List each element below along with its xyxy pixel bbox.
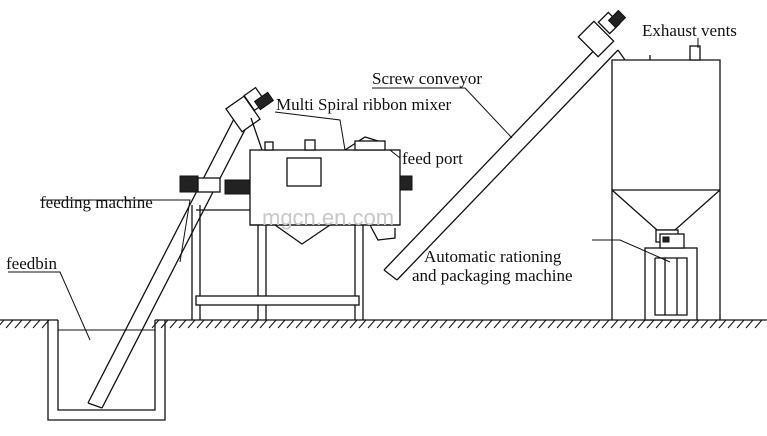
- ground-hatch: [421, 319, 430, 329]
- ground-hatch: [250, 319, 259, 329]
- ground-hatch: [700, 319, 709, 329]
- ground-hatch: [556, 319, 565, 329]
- ground-hatch: [23, 319, 32, 329]
- ground-hatch: [547, 319, 556, 329]
- ground-hatch: [727, 319, 736, 329]
- ground-hatch: [412, 319, 421, 329]
- mixer-label: Multi Spiral ribbon mixer: [276, 95, 452, 114]
- packaging-label-line1: Automatic rationing: [424, 247, 562, 266]
- ground-hatch: [385, 319, 394, 329]
- ground: [0, 319, 767, 329]
- ground-hatch: [511, 319, 520, 329]
- ground-hatch: [754, 319, 763, 329]
- ground-hatch: [286, 319, 295, 329]
- ground-hatch: [0, 319, 5, 326]
- ground-hatch: [403, 319, 412, 329]
- feedbin-label: feedbin: [6, 254, 57, 273]
- ground-hatch: [178, 319, 187, 329]
- mixer-stand: [191, 205, 364, 320]
- ground-hatch: [439, 319, 448, 329]
- ground-hatch: [5, 319, 14, 329]
- ground-hatch: [502, 319, 511, 329]
- ground-hatch: [745, 319, 754, 329]
- ground-hatch: [592, 319, 601, 329]
- packaging-label-line2: and packaging machine: [412, 266, 573, 285]
- ground-hatch: [538, 319, 547, 329]
- ground-hatch: [520, 319, 529, 329]
- ground-hatch: [718, 319, 727, 329]
- ground-hatch: [529, 319, 538, 329]
- feedbin-pit: [47, 320, 166, 421]
- ground-hatch: [376, 319, 385, 329]
- ground-hatch: [601, 319, 610, 329]
- ground-hatch: [340, 319, 349, 329]
- ground-hatch: [637, 319, 646, 329]
- ground-hatch: [583, 319, 592, 329]
- ground-hatch: [259, 319, 268, 329]
- ground-hatch: [358, 319, 367, 329]
- ribbon-mixer: [179, 136, 413, 245]
- ground-hatch: [367, 319, 376, 329]
- ground-hatch: [619, 319, 628, 329]
- exhaust-vents-label: Exhaust vents: [642, 21, 737, 40]
- ground-hatch: [205, 319, 214, 329]
- ground-hatch: [664, 319, 673, 329]
- ground-hatch: [457, 319, 466, 329]
- ground-hatch: [295, 319, 304, 329]
- ground-hatch: [466, 319, 475, 329]
- ground-hatch: [232, 319, 241, 329]
- ground-hatch: [655, 319, 664, 329]
- ground-hatch: [322, 319, 331, 329]
- ground-hatch: [349, 319, 358, 329]
- ground-hatch: [187, 319, 196, 329]
- ground-hatch: [610, 319, 619, 329]
- silo: [611, 45, 721, 321]
- ground-hatch: [268, 319, 277, 329]
- ground-hatch: [196, 319, 205, 329]
- ground-hatch: [277, 319, 286, 329]
- ground-hatch: [241, 319, 250, 329]
- ground-hatch: [394, 319, 403, 329]
- ground-hatch: [32, 319, 41, 329]
- ground-hatch: [673, 319, 682, 329]
- ground-hatch: [646, 319, 655, 329]
- leader-lines: [8, 38, 699, 341]
- ground-hatch: [475, 319, 484, 329]
- ground-hatch: [14, 319, 23, 329]
- ground-hatch: [493, 319, 502, 329]
- ground-hatch: [304, 319, 313, 329]
- screw-conveyor: [383, 9, 627, 281]
- ground-hatch: [331, 319, 340, 329]
- ground-hatch: [448, 319, 457, 329]
- ground-hatch: [214, 319, 223, 329]
- ground-hatch: [574, 319, 583, 329]
- feeding-machine-label: feeding machine: [40, 193, 153, 212]
- ground-hatch: [484, 319, 493, 329]
- ground-hatch: [628, 319, 637, 329]
- ground-hatch: [709, 319, 718, 329]
- feeding-machine: [87, 86, 275, 409]
- ground-hatch: [430, 319, 439, 329]
- ground-hatch: [169, 319, 178, 329]
- ground-hatch: [682, 319, 691, 329]
- ground-hatch: [223, 319, 232, 329]
- ground-hatch: [736, 319, 745, 329]
- ground-hatch: [313, 319, 322, 329]
- feed-port-label: feed port: [402, 149, 463, 168]
- watermark: mgcn.en.com: [262, 205, 394, 230]
- screw-conveyor-label: Screw conveyor: [372, 69, 482, 88]
- ground-hatch: [565, 319, 574, 329]
- ground-hatch: [691, 319, 700, 329]
